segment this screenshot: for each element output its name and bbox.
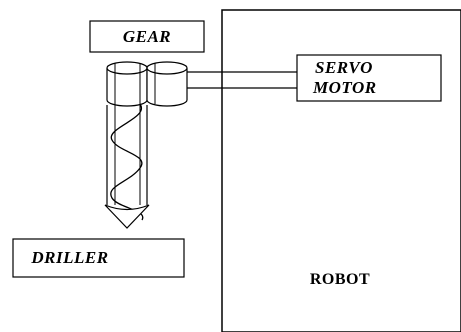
servo-label-line1: SERVO [315, 58, 373, 77]
robot-body [221, 9, 461, 332]
robot-label: ROBOT [310, 271, 370, 288]
driller-label-box [12, 238, 185, 278]
gear-cylinder-right [146, 61, 188, 107]
servo-motor-box [296, 54, 442, 102]
drill-spiral [110, 103, 144, 221]
drill-tip [104, 204, 150, 229]
driller-label: DRILLER [30, 248, 108, 267]
gear-label: GEAR [123, 27, 171, 46]
drill-bit [106, 104, 148, 205]
gear-label-box [89, 20, 205, 53]
servo-label-line2: MOTOR [312, 78, 377, 97]
gear-cylinder-left [106, 61, 148, 107]
